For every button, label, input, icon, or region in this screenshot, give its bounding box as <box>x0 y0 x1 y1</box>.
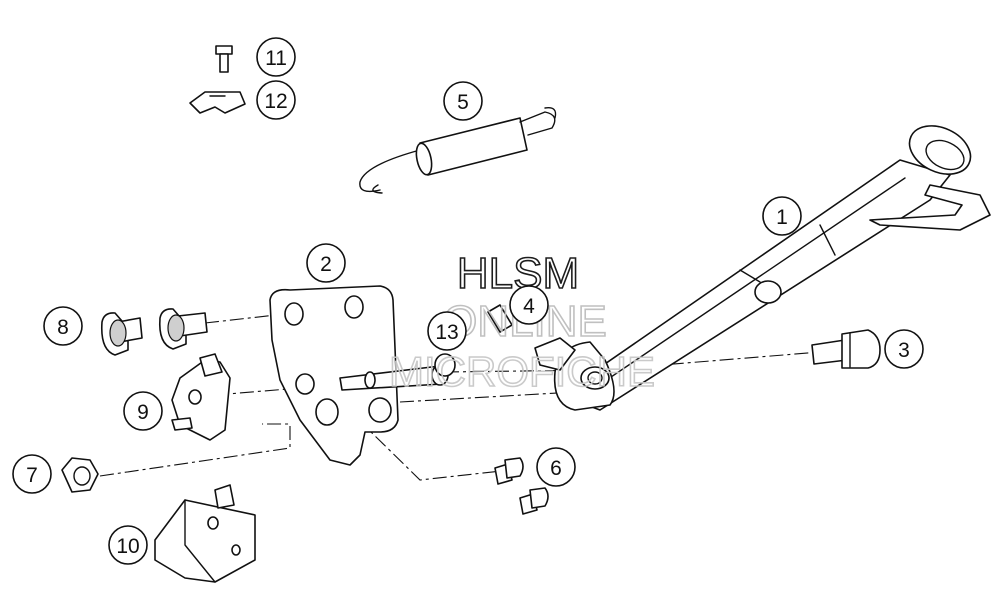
small-bolts-part <box>494 457 549 515</box>
callout-9: 9 <box>123 391 163 431</box>
callout-8-label: 8 <box>57 316 69 339</box>
spring-pin-part <box>487 304 576 371</box>
callout-11: 11 <box>256 37 296 77</box>
callout-4: 4 <box>509 285 549 325</box>
callout-5: 5 <box>443 81 483 121</box>
clip-part <box>189 91 246 114</box>
callout-12-label: 12 <box>264 90 287 113</box>
callout-6: 6 <box>536 447 576 487</box>
screw-part <box>215 45 233 73</box>
callout-13: 13 <box>427 311 467 351</box>
callout-8: 8 <box>43 306 83 346</box>
side-stand-part <box>553 125 991 411</box>
callout-5-label: 5 <box>457 91 469 114</box>
shoulder-bolt-part <box>811 329 881 369</box>
callout-4-label: 4 <box>523 295 535 318</box>
callout-10-label: 10 <box>116 535 139 558</box>
callouts: 1 2 3 4 5 6 7 8 <box>12 37 924 565</box>
callout-12: 12 <box>256 80 296 120</box>
nut-part <box>61 457 99 493</box>
callout-1-label: 1 <box>776 206 788 229</box>
callout-13-label: 13 <box>435 321 458 344</box>
callout-3: 3 <box>884 329 924 369</box>
watermark-line-3: MICROFICHE <box>389 348 655 395</box>
bushings-part <box>100 308 208 356</box>
bracket-plate-part <box>269 285 399 466</box>
switch-part <box>171 353 231 441</box>
callout-2: 2 <box>306 243 346 283</box>
callout-10: 10 <box>108 525 148 565</box>
callout-9-label: 9 <box>137 401 149 424</box>
callout-7: 7 <box>12 454 52 494</box>
callout-11-label: 11 <box>265 47 287 70</box>
callout-6-label: 6 <box>550 457 562 480</box>
callout-2-label: 2 <box>320 253 332 276</box>
pivot-pin-part <box>339 353 456 391</box>
switch-cover-part <box>154 484 256 583</box>
callout-7-label: 7 <box>26 464 38 487</box>
spring-part <box>359 107 557 194</box>
callout-3-label: 3 <box>898 339 910 362</box>
callout-1: 1 <box>762 196 802 236</box>
